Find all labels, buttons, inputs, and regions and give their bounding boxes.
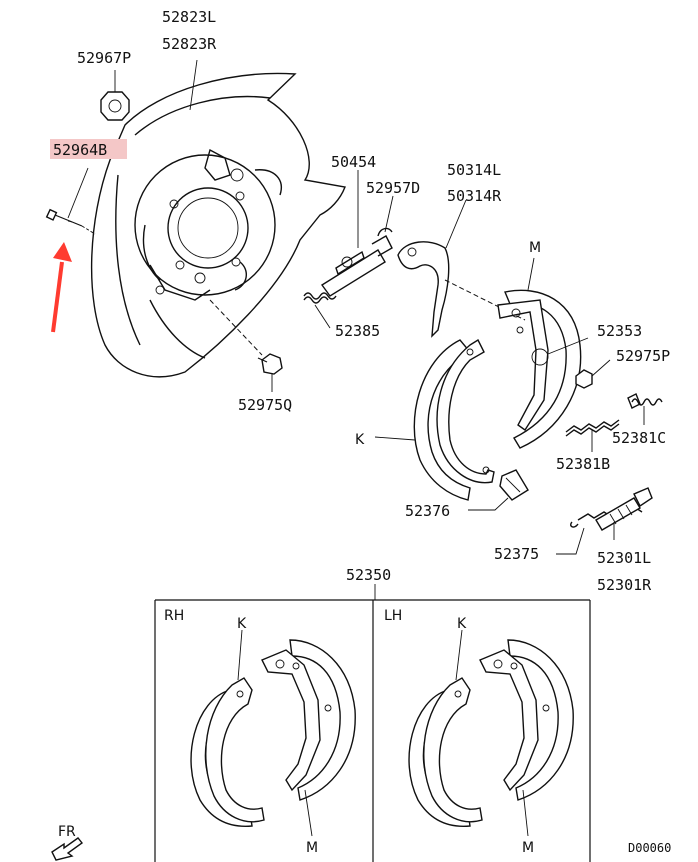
lever-50314 [397,199,467,338]
label-lh-m: M [522,840,534,856]
label-52975p: 52975P [616,347,670,365]
backing-plate [90,72,346,378]
label-52823r: 52823R [162,35,217,53]
label-52301l: 52301L [597,549,651,567]
bolt-52975p [575,359,611,389]
lh-shoe-pair [408,629,574,837]
label-52823l: 52823L [162,8,216,26]
label-52375: 52375 [494,545,539,563]
nut-part [100,70,130,121]
label-lh: LH [384,608,402,624]
label-50314r: 50314R [447,187,502,205]
label-fr: FR [58,824,76,840]
label-diagram-code: D00060 [628,841,671,855]
leader-52823 [189,59,198,111]
highlight-arrow [51,242,72,333]
spring-52381b [565,419,620,452]
label-50314l: 50314L [447,161,501,179]
adjuster-52301 [595,487,653,540]
spring-52385 [303,292,337,329]
label-52957d: 52957D [366,179,420,197]
spring-52381c [627,393,663,425]
bolt-part [45,167,96,235]
label-50454: 50454 [331,153,376,171]
label-52385: 52385 [335,322,380,340]
label-52975q: 52975Q [238,396,292,414]
label-m-top: M [529,240,541,256]
rh-shoe-pair [190,629,356,837]
assembly-box [154,584,591,862]
front-arrow-icon [51,837,84,861]
strut-52376 [468,469,529,511]
adjuster-50454 [320,170,394,297]
shoe-k [374,338,495,501]
label-rh-k: K [237,616,247,632]
label-52353: 52353 [597,322,642,340]
part-labels: 52823L 52823R 52967P 52964B 50454 52957D… [53,8,671,856]
label-rh-m: M [306,840,318,856]
label-52301r: 52301R [597,576,652,594]
label-52381b: 52381B [556,455,610,473]
bolt-52975q [209,299,283,392]
shoe-m [497,257,589,449]
label-52350: 52350 [346,566,391,584]
label-k-top: K [355,432,365,448]
label-52376: 52376 [405,502,450,520]
highlight-box [50,139,127,159]
label-52964b: 52964B [53,141,107,159]
label-52967p: 52967P [77,49,131,67]
label-lh-k: K [457,616,467,632]
label-52381c: 52381C [612,429,666,447]
label-rh: RH [164,608,184,624]
